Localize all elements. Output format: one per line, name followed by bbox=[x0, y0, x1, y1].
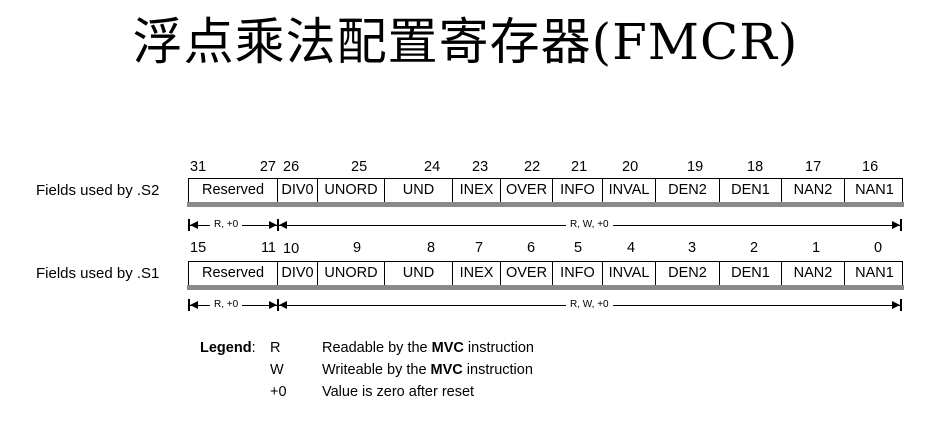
register-field-unord: UNORD bbox=[318, 262, 385, 285]
bit-number: 4 bbox=[627, 240, 636, 256]
register-field-den2: DEN2 bbox=[656, 262, 720, 285]
bit-number: 23 bbox=[472, 159, 489, 175]
legend-title: Legend: bbox=[200, 340, 256, 356]
register-base-bar bbox=[187, 202, 904, 207]
legend-desc-bold: MVC bbox=[431, 340, 464, 356]
bit-number: 21 bbox=[571, 159, 588, 175]
legend-desc-bold: MVC bbox=[430, 362, 463, 378]
register-field-div0: DIV0 bbox=[278, 262, 318, 285]
bit-number: 27 bbox=[259, 159, 276, 175]
bit-number: 2 bbox=[750, 240, 759, 256]
bit-number: 7 bbox=[475, 240, 484, 256]
bit-number: 22 bbox=[524, 159, 541, 175]
legend-desc-text: Value is zero after reset bbox=[322, 384, 475, 400]
bit-number: 18 bbox=[747, 159, 764, 175]
bit-number: 26 bbox=[283, 159, 300, 175]
register-field-unord: UNORD bbox=[318, 179, 385, 202]
register-field-inex: INEX bbox=[453, 179, 501, 202]
register-field-den2: DEN2 bbox=[656, 179, 720, 202]
row-label: Fields used by .S1 bbox=[36, 265, 160, 282]
legend-description: Value is zero after reset bbox=[322, 384, 474, 400]
arrow-tick bbox=[900, 219, 902, 231]
arrowhead-right-icon bbox=[269, 301, 277, 309]
legend-desc-text: Readable by the bbox=[322, 340, 432, 356]
arrowhead-right-icon bbox=[892, 301, 900, 309]
bit-number: 6 bbox=[527, 240, 536, 256]
bit-number: 16 bbox=[862, 159, 879, 175]
bit-number: 19 bbox=[687, 159, 704, 175]
register-field-nan2: NAN2 bbox=[782, 262, 845, 285]
arrow-tick bbox=[277, 299, 279, 311]
bit-number: 1 bbox=[812, 240, 821, 256]
legend-code: W bbox=[270, 362, 284, 378]
bit-number: 24 bbox=[424, 159, 441, 175]
arrow-tick bbox=[188, 219, 190, 231]
bit-number: 9 bbox=[353, 240, 362, 256]
bit-number: 3 bbox=[688, 240, 697, 256]
register-field-den1: DEN1 bbox=[720, 262, 782, 285]
legend-desc-text: Writeable by the bbox=[322, 362, 431, 378]
legend-description: Readable by the MVC instruction bbox=[322, 340, 534, 356]
bit-number: 20 bbox=[622, 159, 639, 175]
bit-number: 15 bbox=[190, 240, 207, 256]
access-label-reserved: R, +0 bbox=[210, 217, 243, 233]
legend-code: +0 bbox=[270, 384, 287, 400]
register-field-nan1: NAN1 bbox=[855, 182, 894, 198]
legend-title-text: Legend bbox=[200, 340, 252, 356]
access-label-fields: R, W, +0 bbox=[566, 217, 613, 233]
register-field-inex: INEX bbox=[453, 262, 501, 285]
register-field-over: OVER bbox=[501, 179, 553, 202]
legend-description: Writeable by the MVC instruction bbox=[322, 362, 533, 378]
arrowhead-right-icon bbox=[269, 221, 277, 229]
register-field-info: INFO bbox=[553, 262, 603, 285]
arrowhead-right-icon bbox=[892, 221, 900, 229]
bit-number: 17 bbox=[805, 159, 822, 175]
legend-code: R bbox=[270, 340, 281, 356]
register-field-inval: INVAL bbox=[603, 262, 656, 285]
legend-colon: : bbox=[251, 340, 256, 356]
bit-number: 5 bbox=[574, 240, 583, 256]
register-fields: Reserved DIV0 UNORD UND INEX OVER INFO I… bbox=[188, 261, 903, 285]
register-field-nan1: NAN1 bbox=[855, 265, 894, 281]
register-field-reserved: Reserved bbox=[189, 179, 278, 202]
access-label-fields: R, W, +0 bbox=[566, 297, 613, 313]
arrow-tick bbox=[900, 299, 902, 311]
row-label: Fields used by .S2 bbox=[36, 182, 160, 199]
register-base-bar bbox=[187, 285, 904, 290]
register-field-und: UND bbox=[385, 179, 453, 202]
bit-number: 25 bbox=[351, 159, 368, 175]
access-arrows: R, +0 R, W, +0 bbox=[188, 297, 904, 313]
bit-number: 0 bbox=[874, 240, 883, 256]
register-field-info: INFO bbox=[553, 179, 603, 202]
legend-desc-text: instruction bbox=[463, 340, 534, 356]
arrow-tick bbox=[277, 219, 279, 231]
arrow-tick bbox=[188, 299, 190, 311]
bit-number: 31 bbox=[190, 159, 207, 175]
register-fields: Reserved DIV0 UNORD UND INEX OVER INFO I… bbox=[188, 178, 903, 202]
register-field-reserved: Reserved bbox=[189, 262, 278, 285]
register-field-inval: INVAL bbox=[603, 179, 656, 202]
bit-number: 11 bbox=[260, 240, 276, 256]
register-field-und: UND bbox=[385, 262, 453, 285]
access-label-reserved: R, +0 bbox=[210, 297, 243, 313]
page-title: 浮点乘法配置寄存器(FMCR) bbox=[132, 13, 799, 71]
register-field-nan2: NAN2 bbox=[782, 179, 845, 202]
legend-desc-text: instruction bbox=[462, 362, 533, 378]
register-field-div0: DIV0 bbox=[278, 179, 318, 202]
access-arrows: R, +0 R, W, +0 bbox=[188, 217, 904, 233]
bit-number: 10 bbox=[283, 241, 300, 257]
bit-number: 8 bbox=[427, 240, 436, 256]
register-field-over: OVER bbox=[501, 262, 553, 285]
register-field-den1: DEN1 bbox=[720, 179, 782, 202]
